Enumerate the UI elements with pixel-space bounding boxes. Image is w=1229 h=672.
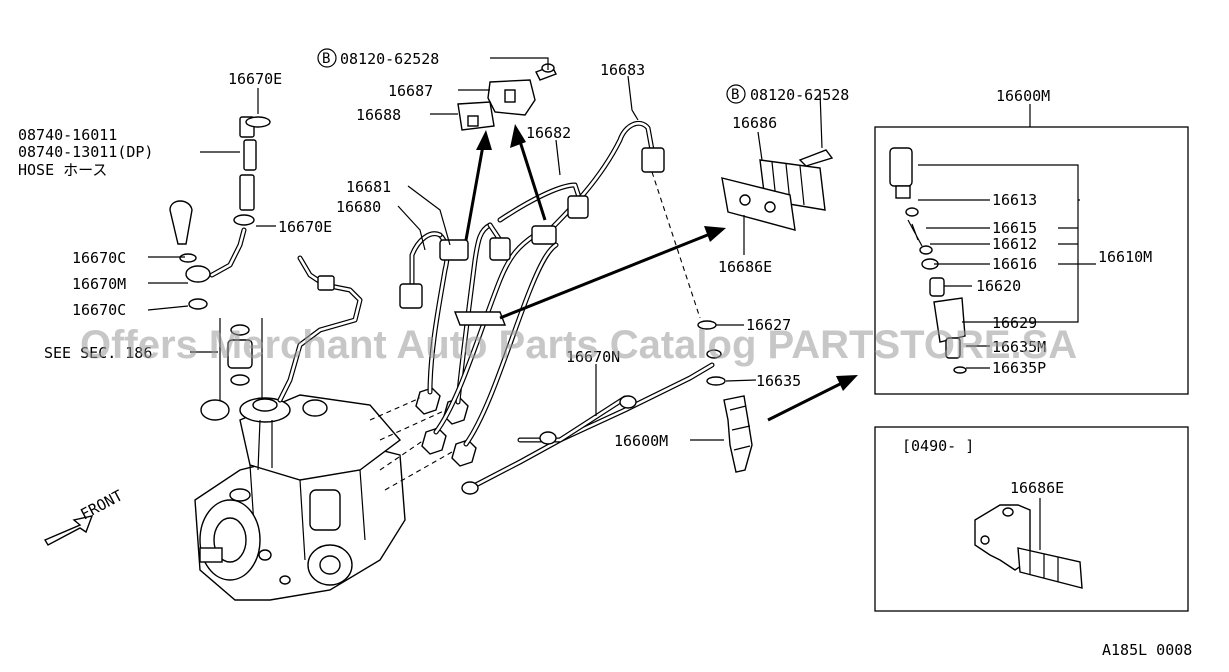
label-16670e-top: 16670E (228, 70, 282, 88)
overflow-hose-assembly (169, 116, 363, 403)
label-16635: 16635 (756, 372, 801, 390)
label-16620: 16620 (976, 277, 1021, 295)
label-16610m: 16610M (1098, 248, 1152, 266)
label-see-sec: SEE SEC. 186 (44, 344, 152, 362)
tube-clamps (457, 63, 834, 231)
label-16629: 16629 (992, 314, 1037, 332)
label-16686e: 16686E (718, 258, 772, 276)
label-16683: 16683 (600, 61, 645, 79)
direction-arrows (464, 124, 858, 422)
bolt-marker-top: B (317, 48, 337, 68)
label-16688: 16688 (356, 106, 401, 124)
nozzle-detail-box (874, 126, 1189, 395)
label-diagram-code: A185L 0008 (1102, 641, 1192, 659)
front-arrow (43, 515, 94, 546)
label-16616: 16616 (992, 255, 1037, 273)
injection-pump (194, 394, 406, 601)
label-16635m: 16635M (992, 338, 1046, 356)
label-hose-line1: 08740-16011 (18, 126, 117, 144)
bracket-detail-box (874, 426, 1189, 612)
label-16680: 16680 (336, 198, 381, 216)
label-16682: 16682 (526, 124, 571, 142)
label-hose-line3: HOSE ホース (18, 161, 107, 179)
label-16670e-mid: 16670E (278, 218, 332, 236)
label-16615: 16615 (992, 219, 1037, 237)
svg-text:B: B (731, 87, 739, 103)
watermark-text: Offers Merchant Auto Parts Catalog PARTS… (80, 323, 1077, 367)
label-front: FRONT (77, 486, 125, 523)
label-16687: 16687 (388, 82, 433, 100)
label-16600m-box: 16600M (996, 87, 1050, 105)
label-16635p: 16635P (992, 359, 1046, 377)
label-16686e-box: 16686E (1010, 479, 1064, 497)
nozzle-holder-middle (697, 320, 753, 473)
bracket-detail (974, 498, 1083, 589)
label-16600m-mid: 16600M (614, 432, 668, 450)
label-16627: 16627 (746, 316, 791, 334)
label-16670c-a: 16670C (72, 249, 126, 267)
label-bolt-top: 08120-62528 (340, 50, 439, 68)
label-16612: 16612 (992, 235, 1037, 253)
label-16686: 16686 (732, 114, 777, 132)
label-date-range: [0490- ] (902, 437, 974, 455)
label-16670c-b: 16670C (72, 301, 126, 319)
nozzle-exploded-view (889, 147, 1096, 374)
svg-text:B: B (322, 51, 330, 67)
label-16670n: 16670N (566, 348, 620, 366)
label-16613: 16613 (992, 191, 1037, 209)
label-hose-line2: 08740-13011(DP) (18, 143, 153, 161)
label-16670m: 16670M (72, 275, 126, 293)
bolt-marker-mid: B (726, 84, 746, 104)
spill-tube (461, 362, 715, 495)
leader-lines (147, 57, 1031, 441)
label-16681: 16681 (346, 178, 391, 196)
label-bolt-mid: 08120-62528 (750, 86, 849, 104)
